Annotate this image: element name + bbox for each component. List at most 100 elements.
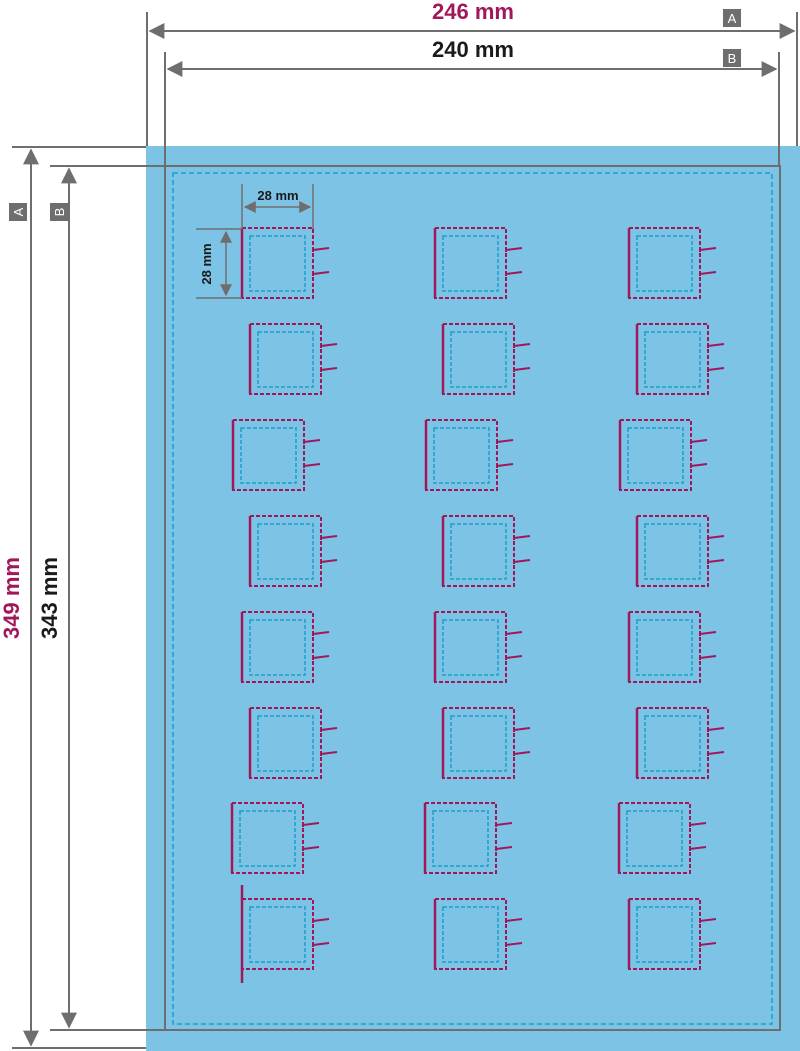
tab-mark [495, 822, 513, 827]
inner-height-label: 343 mm [37, 557, 62, 639]
template-item [627, 898, 717, 970]
tab-mark [320, 751, 338, 756]
tab-mark [513, 367, 531, 372]
template-item [424, 419, 514, 491]
template-item [423, 802, 513, 874]
safe-box [433, 427, 490, 484]
template-item [248, 323, 338, 395]
tab-mark [707, 727, 725, 732]
tab-mark [707, 367, 725, 372]
tab-mark [505, 631, 523, 636]
tab-mark [312, 271, 330, 276]
tab-mark [707, 751, 725, 756]
tab-mark [505, 247, 523, 252]
items-grid [230, 227, 725, 983]
tab-mark [513, 559, 531, 564]
outer-height-tag-box [9, 203, 27, 221]
tab-mark [505, 918, 523, 923]
template-item [618, 419, 708, 491]
safe-box [636, 235, 693, 292]
inner-height-tag: B [52, 208, 67, 217]
tab-mark [312, 918, 330, 923]
safe-box [257, 715, 314, 772]
safe-box [626, 810, 683, 867]
template-item [248, 707, 338, 779]
template-item [635, 515, 725, 587]
safe-box [240, 427, 297, 484]
tab-mark [707, 535, 725, 540]
tab-mark [689, 822, 707, 827]
tab-mark [496, 439, 514, 444]
trim-area [164, 165, 781, 1031]
template-item [441, 323, 531, 395]
template-item [240, 885, 330, 983]
tab-mark [513, 751, 531, 756]
template-item [248, 515, 338, 587]
template-item [627, 611, 717, 683]
template-item [635, 323, 725, 395]
tab-mark [699, 247, 717, 252]
inner-width-tag: B [728, 51, 737, 66]
safe-box [450, 715, 507, 772]
tab-mark [707, 343, 725, 348]
tab-mark [303, 463, 321, 468]
safe-box [644, 715, 701, 772]
safe-area [172, 172, 773, 1025]
safe-box [257, 331, 314, 388]
tab-mark [513, 727, 531, 732]
tab-mark [699, 655, 717, 660]
template-item [627, 227, 717, 299]
tab-mark [699, 918, 717, 923]
tab-mark [312, 631, 330, 636]
tab-mark [496, 463, 514, 468]
safe-box [450, 331, 507, 388]
safe-box [627, 427, 684, 484]
inner-width-tag-box [723, 49, 741, 67]
template-item [617, 802, 707, 874]
box-width-label: 28 mm [257, 188, 298, 203]
tab-mark [699, 271, 717, 276]
outer-height-tag: A [11, 207, 26, 216]
tab-mark [513, 343, 531, 348]
outer-width-label: 246 mm [432, 0, 514, 24]
tab-mark [312, 655, 330, 660]
tab-mark [320, 343, 338, 348]
template-item [433, 227, 523, 299]
safe-box [636, 906, 693, 963]
template-item [231, 419, 321, 491]
safe-box [450, 523, 507, 580]
template-item [433, 898, 523, 970]
template-item [240, 227, 330, 299]
template-item [635, 707, 725, 779]
tab-mark [302, 846, 320, 851]
tab-mark [690, 439, 708, 444]
tab-mark [320, 727, 338, 732]
tab-mark [495, 846, 513, 851]
safe-box [239, 810, 296, 867]
safe-box [636, 619, 693, 676]
tab-mark [505, 271, 523, 276]
tab-mark [513, 535, 531, 540]
inner-width-label: 240 mm [432, 37, 514, 62]
safe-box [432, 810, 489, 867]
safe-box [644, 523, 701, 580]
tab-mark [707, 559, 725, 564]
safe-box [442, 235, 499, 292]
safe-box [644, 331, 701, 388]
tab-mark [699, 631, 717, 636]
outer-width-tag: A [728, 11, 737, 26]
tab-mark [303, 439, 321, 444]
tab-mark [312, 247, 330, 252]
safe-box [257, 523, 314, 580]
tab-mark [690, 463, 708, 468]
template-item [441, 707, 531, 779]
outer-height-label: 349 mm [0, 557, 24, 639]
safe-box [249, 235, 306, 292]
bleed-area [146, 146, 800, 1051]
tab-mark [320, 559, 338, 564]
tab-mark [320, 535, 338, 540]
template-item [433, 611, 523, 683]
box-height-label: 28 mm [199, 243, 214, 284]
template-item [240, 611, 330, 683]
